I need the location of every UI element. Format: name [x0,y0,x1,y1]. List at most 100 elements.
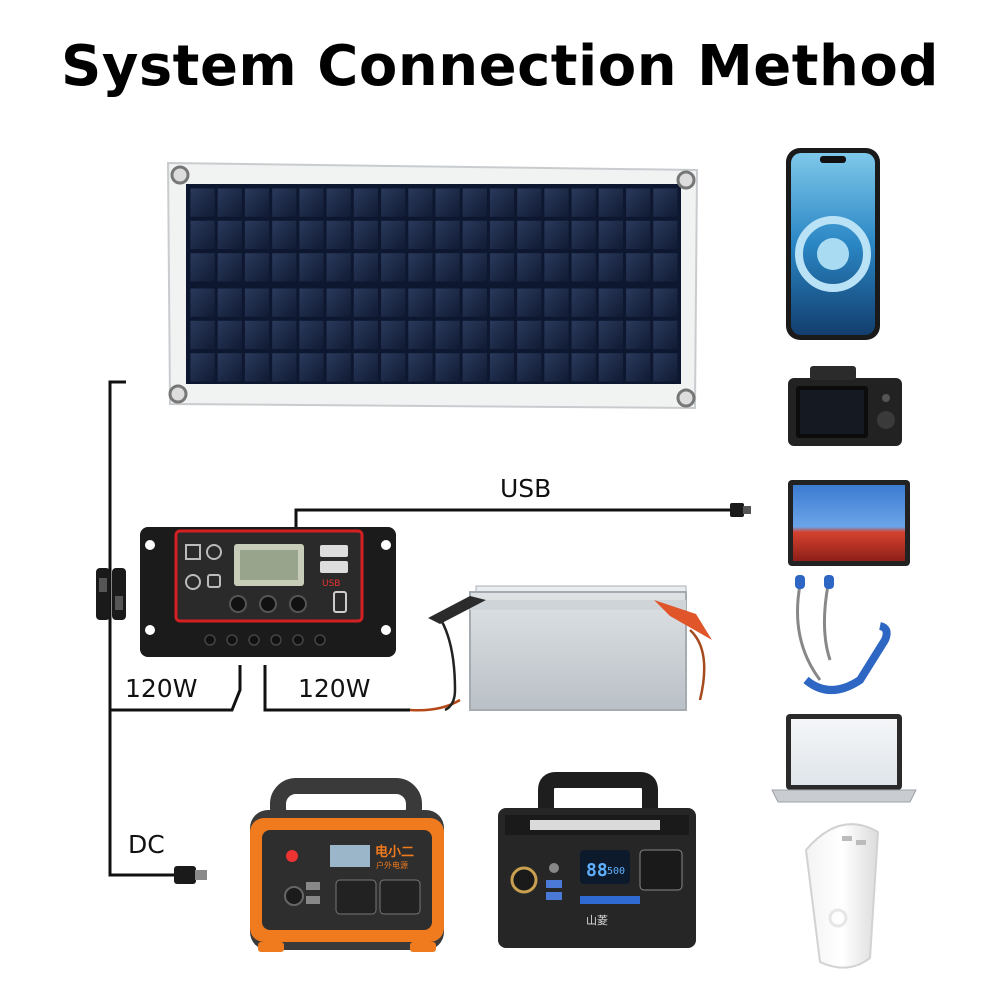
dc-plug [174,866,207,884]
solar-cell [626,188,651,217]
solar-cell [462,220,487,250]
solar-cell [653,188,678,217]
laptop-icon [771,714,917,803]
solar-cell [571,288,596,317]
solar-cell [462,320,487,350]
solar-cell [190,288,215,317]
solar-panel [166,161,699,410]
solar-cell [653,353,678,382]
usb-plug [730,503,751,517]
solar-cell [217,320,242,350]
smartphone-icon [786,148,880,340]
controller-usb-text: USB [322,579,340,589]
solar-cell [326,288,351,317]
solar-cell [598,220,623,250]
solar-cell [598,253,623,282]
solar-cell [435,320,460,350]
solar-cell [435,288,460,317]
solar-cell [408,288,433,317]
mc4-connectors [96,568,126,620]
solar-cell [272,353,297,382]
solar-cell [435,253,460,282]
solar-cell [381,320,406,350]
solar-cell [299,220,324,250]
solar-cell [517,220,542,250]
dc-label: DC [128,830,165,859]
solar-cell [626,320,651,350]
solar-cell [190,188,215,217]
solar-cell [244,288,270,317]
solar-cell [598,353,623,382]
solar-cell [653,320,678,350]
solar-cell [272,320,297,350]
power-station-2-display: 88 [586,860,608,881]
solar-cell [489,353,515,382]
solar-cell [598,320,623,350]
solar-cell [326,188,351,217]
solar-cell [244,220,270,250]
solar-cell [571,320,596,350]
solar-cell [381,188,406,217]
solar-cell [571,188,596,217]
solar-cell [435,188,460,217]
wiring [108,380,735,877]
solar-cell [517,353,542,382]
solar-cell [244,320,270,350]
solar-cell [462,288,487,317]
solar-cell [571,220,596,250]
power-bank-icon [804,823,880,969]
camera-icon [788,366,902,446]
solar-cell [517,253,542,282]
solar-cell [626,220,651,250]
solar-cell [626,253,651,282]
solar-cell [326,353,351,382]
solar-cell [326,253,351,282]
solar-cell [190,353,215,382]
power-station-orange: 电小二 户外电源 [250,778,444,952]
solar-cell [408,320,433,350]
diagram-title: System Connection Method [61,34,939,99]
solar-cell [326,320,351,350]
solar-cell [299,288,324,317]
solar-cell [353,253,378,282]
solar-cell [462,253,487,282]
usb-label: USB [500,474,552,503]
solar-cell [381,253,406,282]
earphones-icon [795,575,891,694]
solar-cell [353,188,378,217]
solar-cell [408,188,433,217]
solar-cell [190,220,215,250]
power-station-1-brand: 电小二 [375,844,414,860]
solar-cell [353,353,378,382]
solar-cell [462,353,487,382]
solar-cell [190,320,215,350]
solar-cell [544,188,569,217]
tablet-icon [788,480,910,566]
solar-cell [462,188,487,217]
solar-cell [408,253,433,282]
solar-cell [435,353,460,382]
solar-cell [598,288,623,317]
solar-cell [272,288,297,317]
solar-cell [190,253,215,282]
solar-cell [544,288,569,317]
solar-cell [489,188,515,217]
solar-cell [517,320,542,350]
solar-cell [299,253,324,282]
solar-cell [626,288,651,317]
solar-cell [353,288,378,317]
solar-cell [326,220,351,250]
solar-cell [381,288,406,317]
solar-cell [217,220,242,250]
battery [428,585,712,711]
solar-cell [598,188,623,217]
solar-cell [217,353,242,382]
solar-cells [190,188,678,382]
solar-cell [244,188,270,217]
solar-cell [299,320,324,350]
charge-controller: USB [140,527,396,657]
solar-cell [435,220,460,250]
solar-cell [272,188,297,217]
